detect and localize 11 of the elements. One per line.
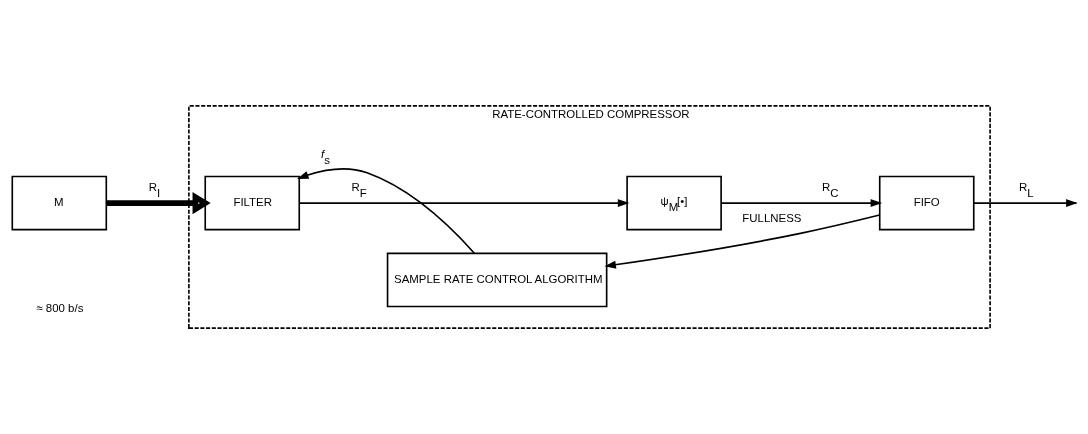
node-box: FIFO — [878, 175, 975, 231]
node-box: SAMPLE RATE CONTROL ALGORITHM — [386, 252, 608, 308]
node-box: FILTER — [204, 175, 301, 231]
arrow — [720, 199, 883, 208]
edge-label: FULLNESS — [742, 211, 802, 224]
node-box: M — [11, 175, 108, 231]
arrow — [297, 168, 476, 255]
arrow — [604, 214, 881, 269]
arrow — [106, 192, 211, 215]
arrow — [298, 199, 630, 208]
label: ≈ 800 b/s — [36, 302, 84, 315]
